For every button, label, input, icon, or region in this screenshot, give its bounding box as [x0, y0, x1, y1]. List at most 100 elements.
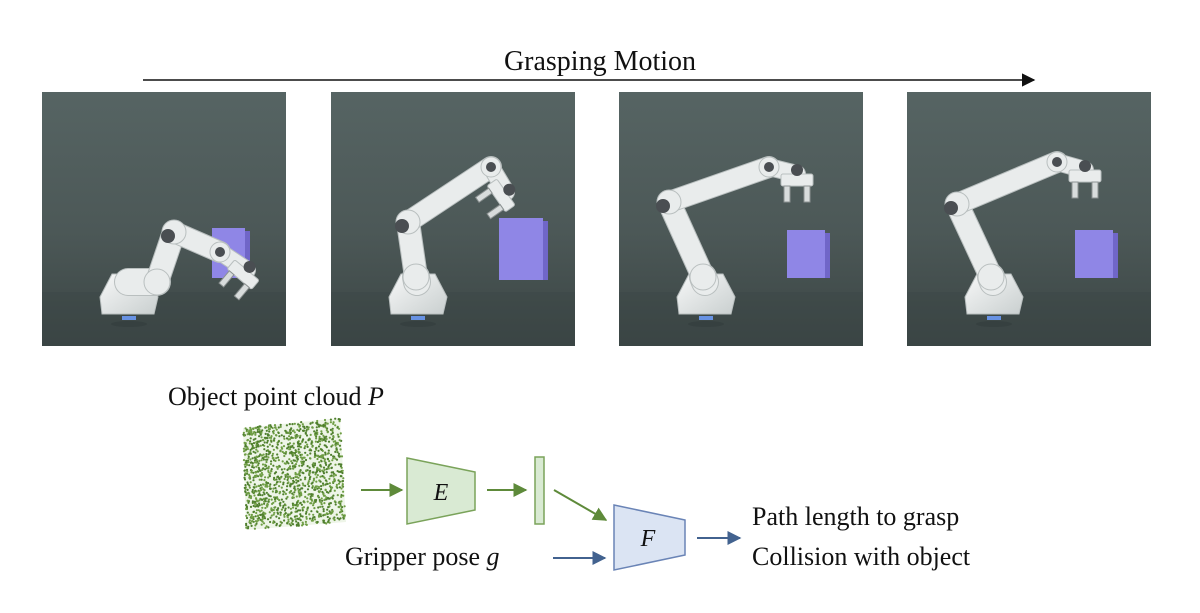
point-cloud-dot [328, 460, 331, 463]
point-cloud-dot [337, 418, 340, 421]
point-cloud-dot [338, 420, 341, 423]
point-cloud-dot [304, 445, 307, 448]
point-cloud-dot [269, 520, 272, 524]
point-cloud-dot [336, 517, 339, 520]
point-cloud-dot [258, 502, 261, 505]
point-cloud-dot [264, 463, 267, 466]
point-cloud-dot [250, 469, 253, 472]
point-cloud-dot [301, 423, 304, 426]
point-cloud-dot [284, 492, 287, 495]
point-cloud-dot [342, 490, 345, 493]
point-cloud-dot [272, 487, 275, 490]
point-cloud-dot [334, 440, 337, 443]
point-cloud-dot [304, 478, 307, 481]
point-cloud-dot [245, 461, 248, 464]
point-cloud-dot [298, 517, 301, 520]
point-cloud-dot [300, 493, 303, 497]
point-cloud-dot [272, 448, 275, 451]
point-cloud-dot [268, 427, 271, 431]
point-cloud-dot [267, 471, 270, 474]
point-cloud-dot [243, 463, 246, 466]
network-block [613, 504, 686, 571]
motion-frame-4 [907, 92, 1151, 346]
point-cloud-dot [268, 436, 271, 439]
point-cloud-dot [267, 526, 270, 529]
point-cloud-dot [286, 495, 289, 499]
point-cloud-dot [258, 490, 261, 493]
point-cloud-dot [266, 485, 269, 488]
point-cloud-dot [315, 485, 318, 488]
point-cloud-dot [334, 463, 337, 466]
point-cloud-dot [293, 515, 296, 518]
point-cloud-dot [300, 503, 303, 506]
point-cloud-dot [304, 484, 307, 487]
point-cloud-dot [275, 457, 278, 460]
point-cloud-dot [322, 519, 325, 522]
point-cloud-dot [333, 455, 336, 458]
point-cloud-dot [263, 479, 266, 482]
point-cloud-dot [295, 510, 299, 513]
point-cloud-dot [340, 455, 344, 458]
point-cloud-dot [294, 436, 297, 440]
point-cloud-dot [336, 433, 339, 436]
point-cloud-dot [252, 479, 255, 482]
latent-vector [534, 456, 545, 525]
point-cloud-dot [285, 488, 288, 491]
point-cloud-dot [264, 506, 267, 510]
point-cloud-dot [321, 499, 324, 502]
gripper-finger-left [474, 187, 493, 204]
point-cloud-dot [304, 523, 308, 526]
point-cloud-dot [254, 502, 257, 505]
point-cloud-dot [278, 524, 281, 528]
point-cloud-dot [270, 425, 273, 428]
point-cloud-dot [316, 419, 319, 423]
point-cloud-dot [267, 456, 270, 459]
point-cloud-dot [279, 520, 282, 524]
point-cloud-dot [329, 418, 332, 421]
point-cloud-dot [279, 501, 282, 504]
point-cloud-dot [320, 485, 323, 488]
robot-link-2 [659, 157, 779, 212]
scene-floor [331, 292, 575, 346]
point-cloud-dot [257, 470, 260, 473]
point-cloud-dot [251, 457, 254, 460]
point-cloud-dot [255, 455, 258, 458]
point-cloud-dot [296, 428, 299, 431]
point-cloud-dot [246, 511, 249, 514]
point-cloud-dot [318, 498, 321, 502]
point-cloud-dot [305, 425, 309, 428]
point-cloud-dot [291, 492, 294, 495]
motion-frame-3 [619, 92, 863, 346]
point-cloud-dot [325, 468, 328, 471]
gripper-finger-right [1091, 181, 1099, 199]
point-cloud-dot [288, 475, 291, 478]
point-cloud-dot [328, 521, 331, 524]
point-cloud-dot [257, 505, 260, 508]
point-cloud-dot [245, 472, 249, 475]
point-cloud-dot [310, 510, 313, 513]
point-cloud-dot [258, 504, 261, 507]
point-cloud-dot [258, 468, 261, 471]
point-cloud-dot [285, 450, 288, 454]
point-cloud-dot [299, 478, 302, 481]
point-cloud-dot [265, 449, 268, 452]
point-cloud-dot [333, 479, 336, 482]
point-cloud-dot [278, 517, 281, 520]
point-cloud-dot [310, 493, 313, 497]
point-cloud-dot [255, 448, 258, 451]
point-cloud-dot [310, 519, 313, 522]
point-cloud-dot [252, 442, 256, 445]
point-cloud-dot [283, 509, 287, 512]
point-cloud-dot [338, 463, 341, 466]
point-cloud-dot [301, 471, 304, 474]
point-cloud-dot [322, 425, 325, 428]
point-cloud-dot [296, 458, 299, 461]
point-cloud-dot [248, 486, 251, 489]
point-cloud-dot [314, 500, 317, 503]
point-cloud-dot [274, 491, 277, 494]
point-cloud-dot [294, 507, 298, 510]
point-cloud-dot [340, 495, 343, 498]
point-cloud-dot [296, 484, 299, 488]
point-cloud-dot [247, 453, 250, 456]
